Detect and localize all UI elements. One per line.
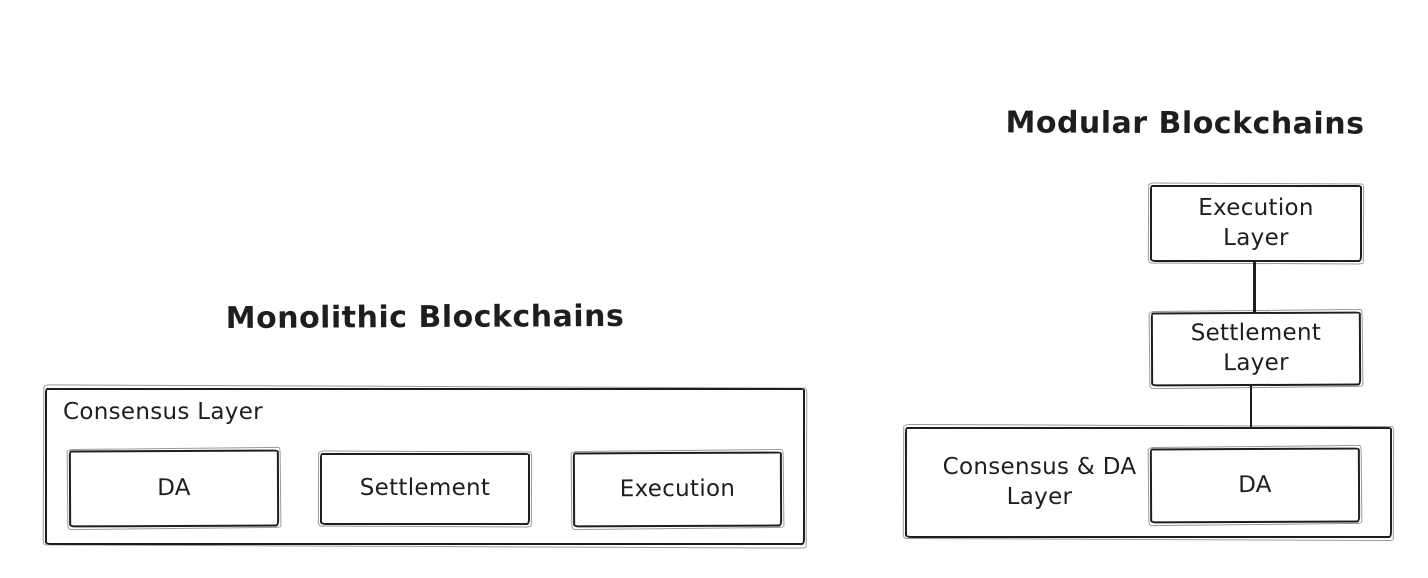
connector-settlement-consensus <box>1250 385 1252 428</box>
execution-layer-box: Execution Layer <box>1150 185 1362 262</box>
modular-title: Modular Blockchains <box>1005 105 1365 142</box>
da-module-box: DA <box>68 449 280 528</box>
settlement-layer-label: Settlement Layer <box>1190 319 1322 377</box>
execution-module-label: Execution <box>619 475 736 502</box>
consensus-da-layer-label: Consensus & DA Layer <box>942 453 1137 510</box>
consensus-da-layer-box: Consensus & DA Layer DA <box>905 427 1392 538</box>
consensus-layer-label: Consensus Layer <box>63 399 263 425</box>
settlement-layer-box: Settlement Layer <box>1150 311 1362 387</box>
settlement-module-box: Settlement <box>320 453 530 525</box>
consensus-layer-box: Consensus Layer DA Settlement Execution <box>45 388 805 545</box>
execution-module-box: Execution <box>572 451 783 528</box>
modular-da-module-label: DA <box>1238 471 1272 498</box>
monolithic-title: Monolithic Blockchains <box>225 298 625 337</box>
da-module-label: DA <box>157 474 191 501</box>
execution-layer-label: Execution Layer <box>1198 194 1314 251</box>
connector-execution-settlement <box>1253 262 1256 313</box>
settlement-module-label: Settlement <box>359 475 491 502</box>
modular-da-module-box: DA <box>1149 447 1361 524</box>
